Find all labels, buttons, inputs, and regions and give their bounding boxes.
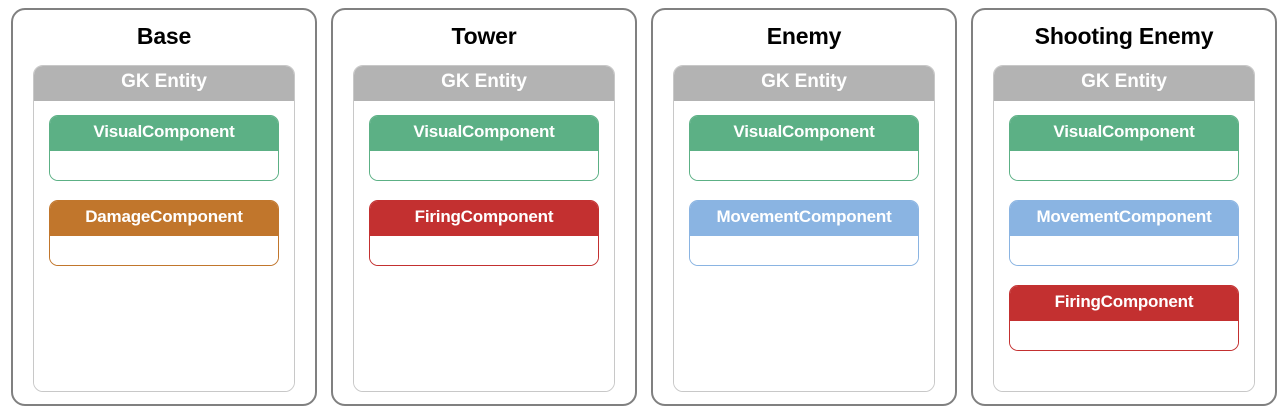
component-movementcomponent: MovementComponent [689, 199, 919, 266]
component-visualcomponent: VisualComponent [369, 114, 599, 181]
component-visualcomponent: VisualComponent [49, 114, 279, 181]
gk-entity-box: GK Entity VisualComponent FiringComponen… [353, 65, 615, 392]
component-header-label: VisualComponent [50, 115, 278, 151]
component-body [50, 235, 278, 265]
gk-entity-component-list: VisualComponent MovementComponent Firing… [994, 100, 1254, 391]
component-header-label: MovementComponent [690, 200, 918, 236]
component-body [1010, 320, 1238, 350]
gk-entity-header-label: GK Entity [674, 66, 934, 101]
gk-entity-box: GK Entity VisualComponent DamageComponen… [33, 65, 295, 392]
component-movementcomponent: MovementComponent [1009, 199, 1239, 266]
component-header-label: VisualComponent [690, 115, 918, 151]
component-body [690, 150, 918, 180]
component-visualcomponent: VisualComponent [1009, 114, 1239, 181]
entity-panel-tower: Tower GK Entity VisualComponent FiringCo… [331, 8, 637, 406]
component-body [690, 235, 918, 265]
panel-title: Tower [451, 23, 517, 49]
entity-panel-base: Base GK Entity VisualComponent DamageCom… [11, 8, 317, 406]
component-visualcomponent: VisualComponent [689, 114, 919, 181]
component-header-label: VisualComponent [1010, 115, 1238, 151]
component-header-label: MovementComponent [1010, 200, 1238, 236]
component-header-label: DamageComponent [50, 200, 278, 236]
entity-panel-enemy: Enemy GK Entity VisualComponent Movement… [651, 8, 957, 406]
gk-entity-header-label: GK Entity [34, 66, 294, 101]
component-header-label: FiringComponent [370, 200, 598, 236]
component-body [1010, 150, 1238, 180]
gk-entity-header-label: GK Entity [354, 66, 614, 101]
gk-entity-header-label: GK Entity [994, 66, 1254, 101]
panel-title: Base [136, 23, 192, 49]
component-firingcomponent: FiringComponent [369, 199, 599, 266]
component-header-label: VisualComponent [370, 115, 598, 151]
component-damagecomponent: DamageComponent [49, 199, 279, 266]
component-body [50, 150, 278, 180]
component-body [370, 150, 598, 180]
gk-entity-component-list: VisualComponent MovementComponent [674, 100, 934, 391]
component-firingcomponent: FiringComponent [1009, 284, 1239, 351]
gk-entity-box: GK Entity VisualComponent MovementCompon… [993, 65, 1255, 392]
gk-entity-component-list: VisualComponent DamageComponent [34, 100, 294, 391]
panel-title: Shooting Enemy [1034, 23, 1214, 49]
gk-entity-component-list: VisualComponent FiringComponent [354, 100, 614, 391]
gk-entity-box: GK Entity VisualComponent MovementCompon… [673, 65, 935, 392]
panel-title: Enemy [766, 23, 842, 49]
component-header-label: FiringComponent [1010, 285, 1238, 321]
component-body [370, 235, 598, 265]
entity-panel-shooting-enemy: Shooting Enemy GK Entity VisualComponent… [971, 8, 1277, 406]
component-body [1010, 235, 1238, 265]
